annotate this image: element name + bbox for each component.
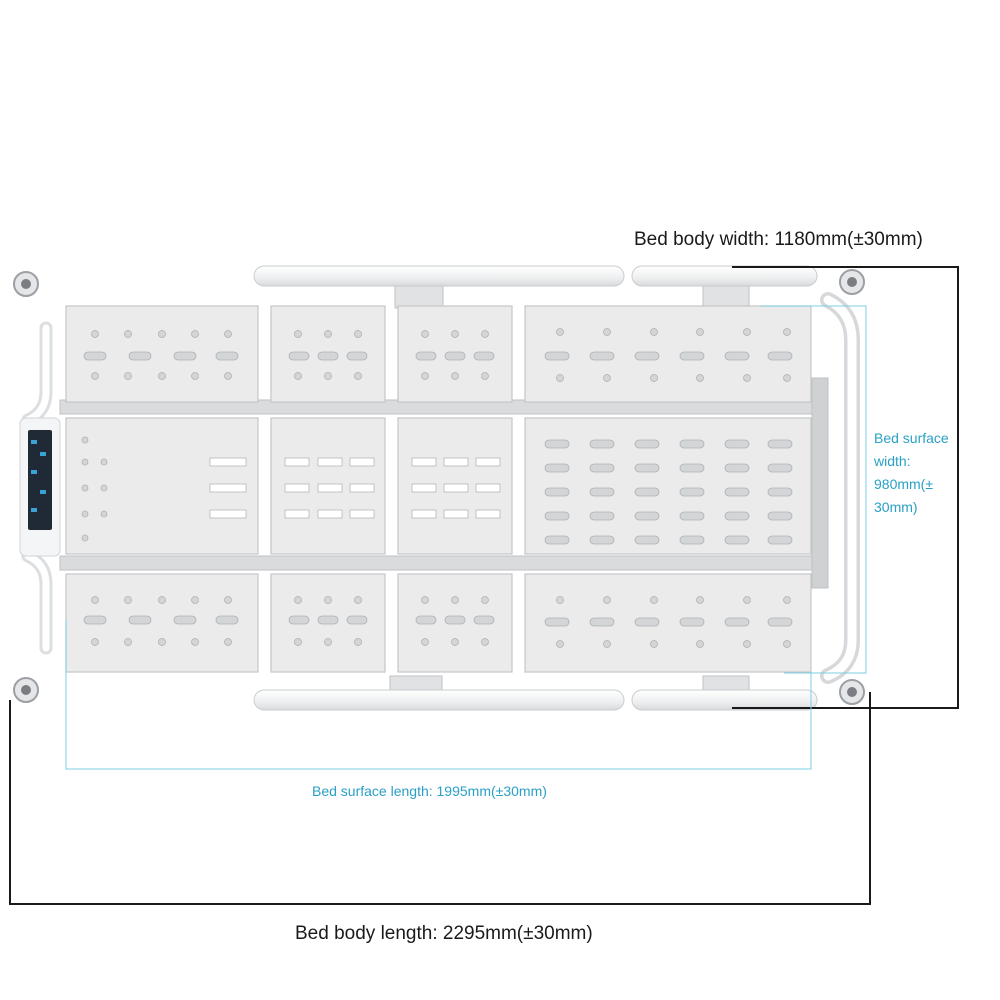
bed-surface-panels	[65, 305, 812, 673]
body-width-label: Bed body width: 1180mm(±30mm)	[634, 229, 923, 250]
panel-holes	[83, 328, 793, 382]
body-length-label: Bed body length: 2295mm(±30mm)	[295, 923, 593, 944]
caster-wheel-icon	[13, 269, 865, 705]
panel-slots	[209, 457, 501, 519]
footboard	[820, 292, 860, 684]
control-panel-icon	[19, 417, 61, 557]
panel	[524, 417, 812, 555]
bed-frame	[59, 283, 829, 695]
side-rail-bottom-right	[631, 689, 818, 711]
side-rails	[253, 265, 818, 711]
side-rail-top-left	[253, 265, 625, 287]
panel	[524, 305, 812, 403]
side-rail-bottom-left	[253, 689, 625, 711]
body-length-dimension	[9, 692, 871, 905]
surface-length-dimension	[65, 620, 812, 770]
surface-width-dimension	[760, 305, 867, 674]
panel	[524, 573, 812, 673]
surface-length-label: Bed surface length: 1995mm(±30mm)	[312, 783, 547, 799]
surface-width-label: Bed surface width: 980mm(± 30mm)	[874, 430, 949, 515]
body-width-dimension	[732, 266, 959, 709]
side-rail-top-right	[631, 265, 818, 287]
